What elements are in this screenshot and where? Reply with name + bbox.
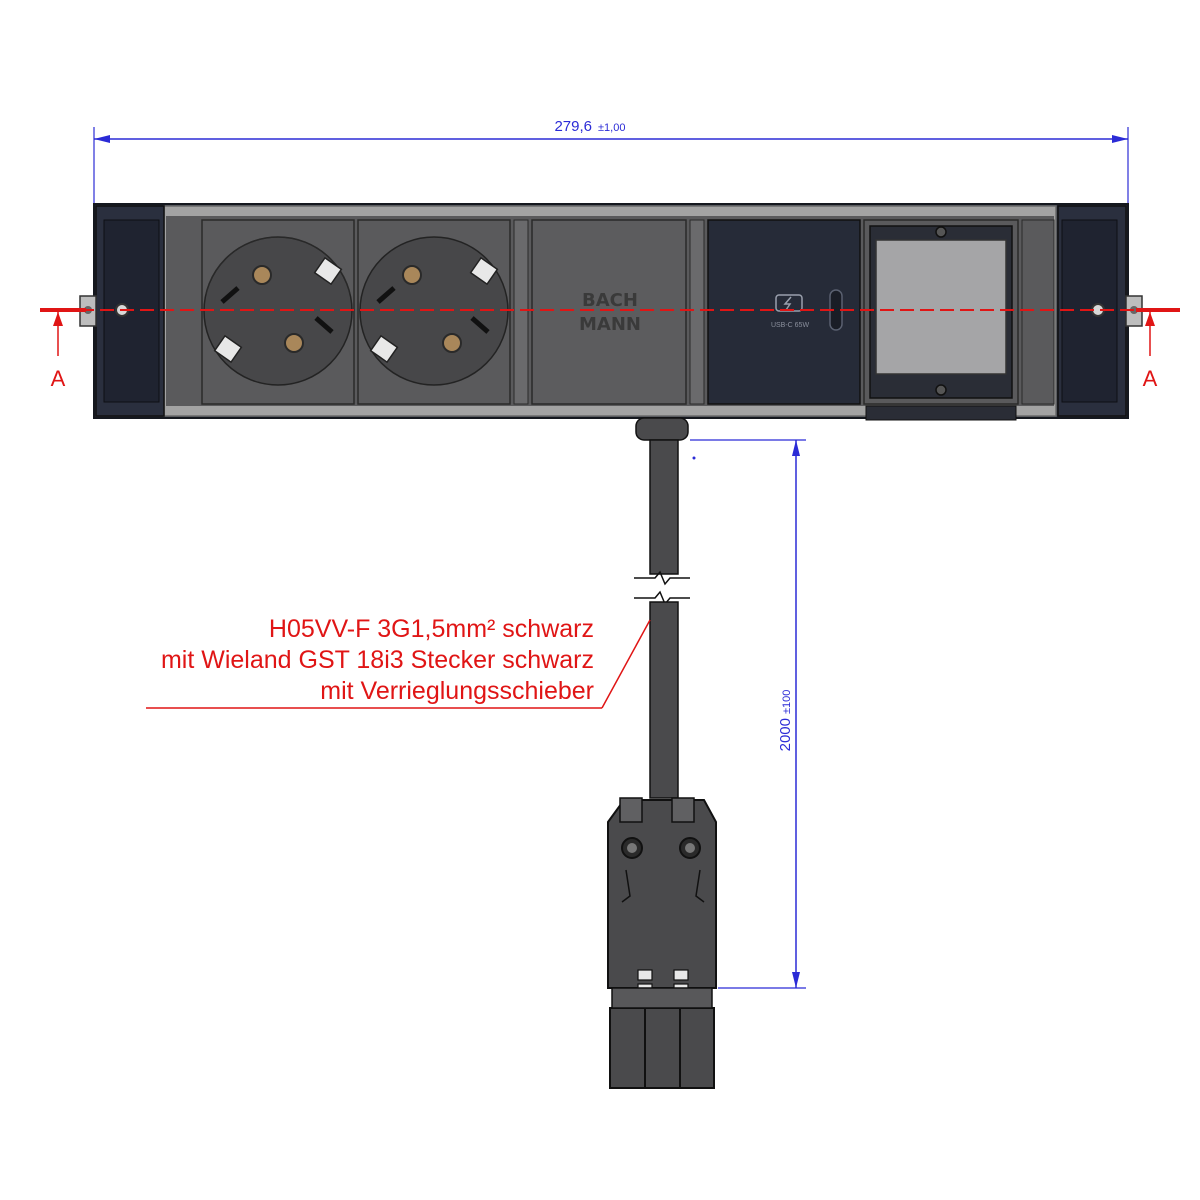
brand-plate: BACH MANN [531,219,687,405]
section-marker-right: A [1143,366,1158,391]
cable-length-value: 2000 [777,718,794,751]
cable [634,417,690,799]
cable-note-line1: H05VV-F 3G1,5mm² schwarz [269,615,594,643]
brand-logo-line1: BACH [582,290,638,311]
socket-pin-hole-icon [252,265,272,285]
cable-length-tolerance: ±100 [781,690,793,714]
section-line: A A [40,308,1180,391]
schuko-socket-1 [201,219,355,405]
earth-clip-icon [313,256,343,286]
blank-module [863,219,1019,421]
socket-pin-hole-icon [284,333,304,353]
screw-icon [935,226,947,238]
schuko-socket-2 [357,219,511,405]
width-dimension-tolerance: ±1,00 [598,122,625,134]
earth-clip-icon [213,334,243,364]
earth-clip-icon [369,334,399,364]
usb-module-label: USB-C 65W [771,322,810,329]
wieland-plug [607,797,717,1089]
cable-annotation: H05VV-F 3G1,5mm² schwarz mit Wieland GST… [146,615,651,709]
socket-pin-hole-icon [442,333,462,353]
power-strip: BACH MANN USB-C 65W [79,203,1143,421]
brand-logo-line2: MANN [579,314,641,335]
width-dimension: 279,6 ±1,00 [93,118,1129,204]
screw-icon [935,384,947,396]
cable-note-line3: mit Verrieglungsschieber [320,677,594,705]
cable-length-dimension: 2000 ±100 [690,439,806,989]
section-marker-left: A [51,366,66,391]
usb-c-module: USB-C 65W [707,219,861,405]
width-dimension-value: 279,6 [554,118,592,135]
cable-note-line2: mit Wieland GST 18i3 Stecker schwarz [161,646,594,674]
socket-pin-hole-icon [402,265,422,285]
earth-clip-icon [469,256,499,286]
